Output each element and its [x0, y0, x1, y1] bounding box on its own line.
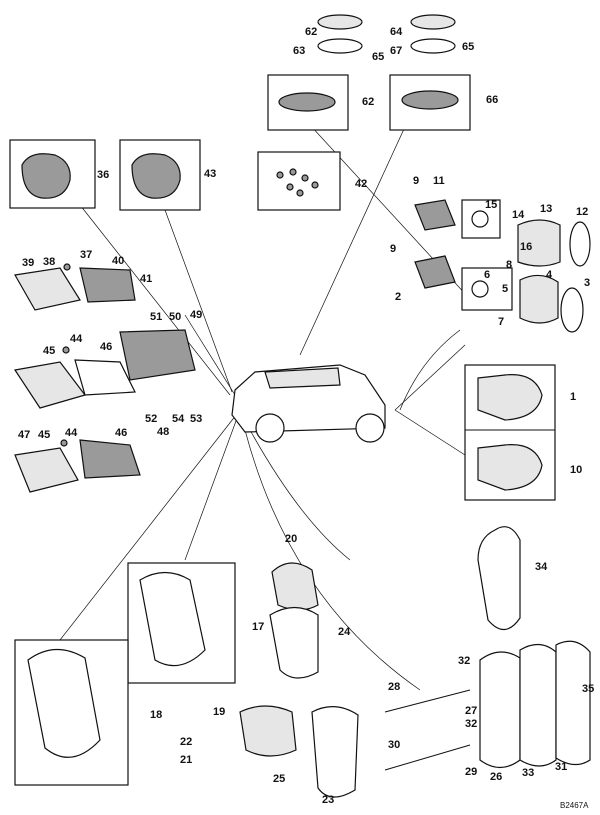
label-1: 1 — [570, 391, 576, 403]
box-1-10 — [464, 364, 556, 501]
part-labels: 62 63 65 64 67 65 62 66 42 36 43 37 38 3… — [18, 26, 594, 810]
label-13: 13 — [540, 203, 552, 215]
label-35: 35 — [582, 683, 594, 695]
label-3: 3 — [584, 277, 590, 289]
label-16: 16 — [520, 241, 532, 253]
label-30: 30 — [388, 739, 400, 751]
label-53: 53 — [190, 413, 202, 425]
car-illustration — [231, 364, 386, 443]
label-12: 12 — [576, 206, 588, 218]
label-36: 36 — [97, 169, 109, 181]
label-31: 31 — [555, 761, 567, 773]
label-28: 28 — [388, 681, 400, 693]
label-41: 41 — [140, 273, 152, 285]
box-18 — [14, 639, 129, 786]
trim-plates-top — [317, 14, 456, 54]
label-29: 29 — [465, 766, 477, 778]
label-7: 7 — [498, 316, 504, 328]
label-67: 67 — [390, 45, 402, 57]
lamp-assembly-44-53 — [13, 329, 196, 409]
box-36 — [9, 139, 96, 209]
label-65b: 65 — [462, 41, 474, 53]
label-8: 8 — [506, 259, 512, 271]
label-62: 62 — [362, 96, 374, 108]
label-25: 25 — [273, 773, 285, 785]
reverse-lamp-parts-upper — [414, 199, 591, 267]
label-15: 15 — [485, 199, 497, 211]
label-47: 47 — [18, 429, 30, 441]
label-24: 24 — [338, 626, 351, 638]
reverse-lamp-parts-lower — [414, 255, 584, 333]
label-10: 10 — [570, 464, 582, 476]
label-48: 48 — [157, 426, 169, 438]
label-6: 6 — [484, 269, 490, 281]
parts-19-25 — [239, 562, 359, 798]
label-64a: 62 — [305, 26, 317, 38]
box-62 — [267, 74, 349, 131]
label-37: 37 — [80, 249, 92, 261]
box-66 — [389, 74, 471, 131]
label-2: 2 — [395, 291, 401, 303]
label-11: 11 — [433, 175, 445, 187]
label-64b: 64 — [390, 26, 403, 38]
label-19: 19 — [213, 706, 225, 718]
label-32b: 32 — [465, 718, 477, 730]
label-50: 50 — [169, 311, 181, 323]
label-52: 52 — [145, 413, 157, 425]
label-42: 42 — [355, 178, 367, 190]
label-66: 66 — [486, 94, 498, 106]
label-46b: 46 — [115, 427, 127, 439]
label-27: 27 — [465, 705, 477, 717]
label-54: 54 — [172, 413, 185, 425]
label-45b: 45 — [38, 429, 50, 441]
label-5: 5 — [502, 283, 508, 295]
label-9b: 9 — [390, 243, 396, 255]
label-4: 4 — [546, 269, 553, 281]
label-40: 40 — [112, 255, 124, 267]
label-32a: 32 — [458, 655, 470, 667]
label-43: 43 — [204, 168, 216, 180]
box-43 — [119, 139, 201, 211]
label-38: 38 — [43, 256, 55, 268]
label-26: 26 — [490, 771, 502, 783]
label-65a: 65 — [372, 51, 384, 63]
label-44b: 44 — [65, 427, 78, 439]
label-44a: 44 — [70, 333, 83, 345]
box-42 — [257, 151, 341, 211]
label-46a: 46 — [100, 341, 112, 353]
label-45a: 45 — [43, 345, 55, 357]
label-14: 14 — [512, 209, 525, 221]
label-63: 63 — [293, 45, 305, 57]
label-17: 17 — [252, 621, 264, 633]
part-34 — [477, 526, 521, 631]
label-49: 49 — [190, 309, 202, 321]
box-17 — [127, 562, 236, 684]
label-34: 34 — [535, 561, 548, 573]
label-51: 51 — [150, 311, 162, 323]
parts-26-35 — [384, 640, 591, 771]
reference-code: B2467A — [560, 801, 589, 810]
label-33: 33 — [522, 767, 534, 779]
label-39: 39 — [22, 257, 34, 269]
label-20: 20 — [285, 533, 297, 545]
lamp-assembly-45-47 — [14, 439, 141, 493]
label-9a: 9 — [413, 175, 419, 187]
label-23: 23 — [322, 794, 334, 806]
label-22: 22 — [180, 736, 192, 748]
lamp-assembly-39-41 — [14, 263, 136, 311]
label-18: 18 — [150, 709, 162, 721]
label-21: 21 — [180, 754, 192, 766]
